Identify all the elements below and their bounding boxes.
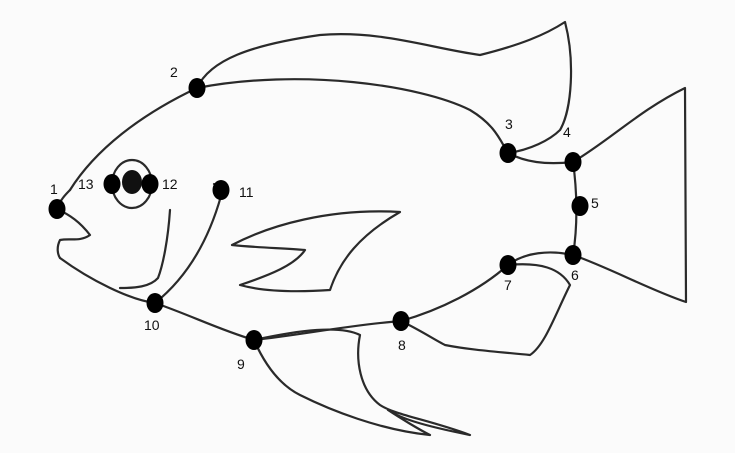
- anal-fin: [401, 264, 570, 355]
- landmark-label-5: 5: [591, 195, 599, 211]
- landmark-label-3: 3: [505, 116, 513, 132]
- landmark-dot-5: [572, 196, 589, 216]
- landmark-dot-3: [500, 143, 517, 163]
- eye-pupil: [122, 170, 142, 194]
- landmark-label-7: 7: [504, 277, 512, 293]
- landmark-label-6: 6: [571, 267, 579, 283]
- opercle: [155, 184, 221, 303]
- landmark-dot-11: [213, 180, 230, 200]
- landmark-label-2: 2: [170, 64, 178, 80]
- landmark-label-9: 9: [237, 356, 245, 372]
- landmark-label-4: 4: [563, 124, 571, 140]
- landmark-dot-8: [393, 311, 410, 331]
- landmark-label-8: 8: [398, 337, 406, 353]
- caudal-fin: [573, 88, 686, 302]
- fish-outline: [57, 22, 686, 435]
- landmark-dot-7: [500, 255, 517, 275]
- landmark-dot-1: [49, 199, 66, 219]
- landmark-label-10: 10: [144, 317, 160, 333]
- landmark-dot-13: [104, 174, 121, 194]
- peduncle-top: [508, 153, 573, 163]
- landmark-dot-4: [565, 152, 582, 172]
- preopercle: [120, 210, 170, 288]
- peduncle-bottom: [508, 252, 573, 265]
- landmark-label-11: 11: [239, 184, 254, 200]
- landmark-dot-2: [189, 78, 206, 98]
- landmark-dot-12: [142, 174, 159, 194]
- landmark-dot-10: [147, 293, 164, 313]
- landmark-label-1: 1: [50, 181, 58, 197]
- pelvic-fin: [254, 330, 470, 435]
- landmark-label-13: 13: [78, 176, 94, 192]
- pectoral-fin: [232, 211, 400, 291]
- landmark-label-12: 12: [162, 176, 178, 192]
- dorsal-fin: [197, 22, 571, 153]
- landmark-dot-6: [565, 245, 582, 265]
- anal-fin-base: [401, 265, 508, 321]
- landmark-dot-9: [246, 330, 263, 350]
- back-contour: [197, 79, 508, 153]
